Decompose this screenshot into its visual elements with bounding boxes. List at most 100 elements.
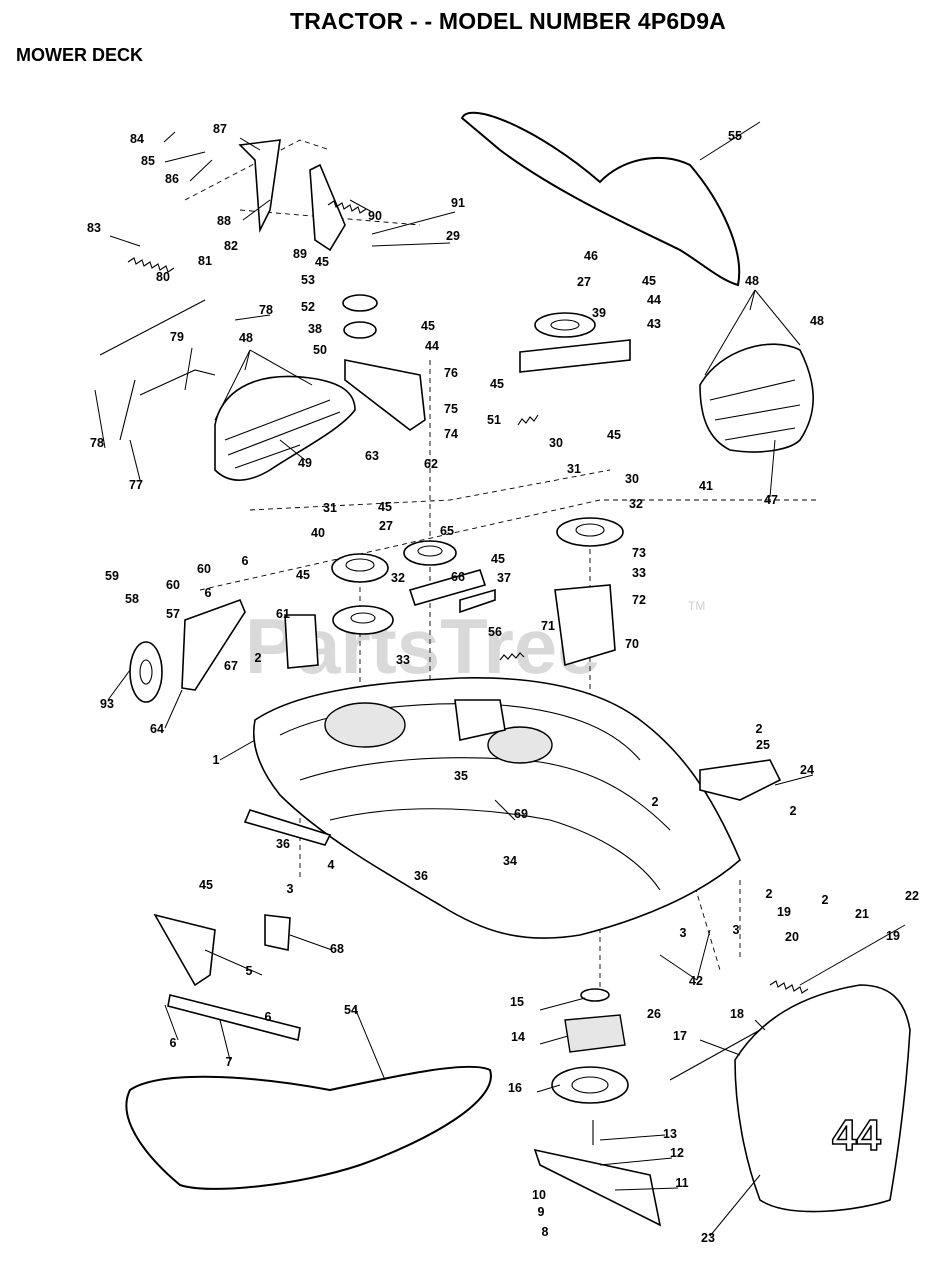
spindle-assembly bbox=[551, 988, 629, 1145]
callout-29: 29 bbox=[446, 229, 460, 243]
callout-35: 35 bbox=[454, 769, 468, 783]
callout-77: 77 bbox=[129, 478, 143, 492]
callout-26: 26 bbox=[647, 1007, 661, 1021]
callout-45: 45 bbox=[296, 568, 310, 582]
callout-87: 87 bbox=[213, 122, 227, 136]
springs bbox=[127, 200, 809, 994]
callout-30: 30 bbox=[625, 472, 639, 486]
callout-8: 8 bbox=[542, 1225, 549, 1239]
blade-belt-54 bbox=[125, 1065, 492, 1190]
callout-6: 6 bbox=[205, 586, 212, 600]
callout-81: 81 bbox=[198, 254, 212, 268]
deck-number-44: 44 bbox=[832, 1111, 881, 1160]
callout-68: 68 bbox=[330, 942, 344, 956]
callout-84: 84 bbox=[130, 132, 144, 146]
callout-6: 6 bbox=[170, 1036, 177, 1050]
callout-88: 88 bbox=[217, 214, 231, 228]
callout-19: 19 bbox=[777, 905, 791, 919]
callout-62: 62 bbox=[424, 457, 438, 471]
callout-83: 83 bbox=[87, 221, 101, 235]
callout-45: 45 bbox=[642, 274, 656, 288]
pulleys bbox=[129, 294, 624, 703]
callout-58: 58 bbox=[125, 592, 139, 606]
callout-86: 86 bbox=[165, 172, 179, 186]
callout-89: 89 bbox=[293, 247, 307, 261]
drive-belt-55 bbox=[460, 111, 741, 287]
callout-80: 80 bbox=[156, 270, 170, 284]
callout-4: 4 bbox=[328, 858, 335, 872]
callout-78: 78 bbox=[259, 303, 273, 317]
callout-46: 46 bbox=[584, 249, 598, 263]
callout-78: 78 bbox=[90, 436, 104, 450]
callout-2: 2 bbox=[822, 893, 829, 907]
front-deck-cover-23 bbox=[734, 984, 911, 1213]
callout-67: 67 bbox=[224, 659, 238, 673]
idler-bracket bbox=[454, 699, 506, 741]
callout-10: 10 bbox=[532, 1188, 546, 1202]
callout-25: 25 bbox=[756, 738, 770, 752]
callout-50: 50 bbox=[313, 343, 327, 357]
callout-45: 45 bbox=[607, 428, 621, 442]
spindle-housing-left bbox=[324, 702, 406, 748]
callout-36: 36 bbox=[414, 869, 428, 883]
callout-3: 3 bbox=[287, 882, 294, 896]
callout-41: 41 bbox=[699, 479, 713, 493]
callout-2: 2 bbox=[790, 804, 797, 818]
callout-2: 2 bbox=[766, 887, 773, 901]
callout-17: 17 bbox=[673, 1029, 687, 1043]
callout-31: 31 bbox=[323, 501, 337, 515]
callout-3: 3 bbox=[680, 926, 687, 940]
callout-36: 36 bbox=[276, 837, 290, 851]
callout-69: 69 bbox=[514, 807, 528, 821]
callout-24: 24 bbox=[800, 763, 814, 777]
callout-11: 11 bbox=[675, 1176, 688, 1190]
callout-48: 48 bbox=[745, 274, 759, 288]
callout-6: 6 bbox=[265, 1010, 272, 1024]
callout-45: 45 bbox=[378, 500, 392, 514]
callout-82: 82 bbox=[224, 239, 238, 253]
spindle-housing-right bbox=[487, 726, 553, 764]
callout-22: 22 bbox=[905, 889, 919, 903]
callout-45: 45 bbox=[490, 377, 504, 391]
callout-2: 2 bbox=[255, 651, 262, 665]
callout-73: 73 bbox=[632, 546, 646, 560]
callout-91: 91 bbox=[451, 196, 465, 210]
watermark-tm: TM bbox=[688, 599, 705, 613]
callout-7: 7 bbox=[226, 1055, 233, 1069]
callout-33: 33 bbox=[632, 566, 646, 580]
callout-51: 51 bbox=[487, 413, 501, 427]
callout-21: 21 bbox=[855, 907, 869, 921]
callout-45: 45 bbox=[491, 552, 505, 566]
callout-76: 76 bbox=[444, 366, 458, 380]
callout-53: 53 bbox=[301, 273, 315, 287]
callout-44: 44 bbox=[425, 339, 439, 353]
callout-61: 61 bbox=[276, 607, 290, 621]
callout-43: 43 bbox=[647, 317, 661, 331]
section-title: MOWER DECK bbox=[16, 45, 143, 65]
callout-79: 79 bbox=[170, 330, 184, 344]
leader-lines bbox=[94, 121, 906, 1237]
callout-59: 59 bbox=[105, 569, 119, 583]
callout-71: 71 bbox=[541, 619, 555, 633]
callout-2: 2 bbox=[756, 722, 763, 736]
callout-55: 55 bbox=[728, 129, 742, 143]
belt-cover-49 bbox=[214, 375, 356, 481]
callout-16: 16 bbox=[508, 1081, 522, 1095]
callout-18: 18 bbox=[730, 1007, 744, 1021]
callout-34: 34 bbox=[503, 854, 517, 868]
callout-70: 70 bbox=[625, 637, 639, 651]
callout-75: 75 bbox=[444, 402, 458, 416]
callout-45: 45 bbox=[199, 878, 213, 892]
callout-20: 20 bbox=[785, 930, 799, 944]
belt-cover-47 bbox=[699, 343, 814, 453]
callout-3: 3 bbox=[733, 923, 740, 937]
callout-23: 23 bbox=[701, 1231, 715, 1245]
callout-14: 14 bbox=[511, 1030, 525, 1044]
callout-57: 57 bbox=[166, 607, 180, 621]
callout-48: 48 bbox=[239, 331, 253, 345]
callout-85: 85 bbox=[141, 154, 155, 168]
callout-6: 6 bbox=[242, 554, 249, 568]
callout-66: 66 bbox=[451, 570, 465, 584]
callout-13: 13 bbox=[663, 1127, 677, 1141]
callout-40: 40 bbox=[311, 526, 325, 540]
